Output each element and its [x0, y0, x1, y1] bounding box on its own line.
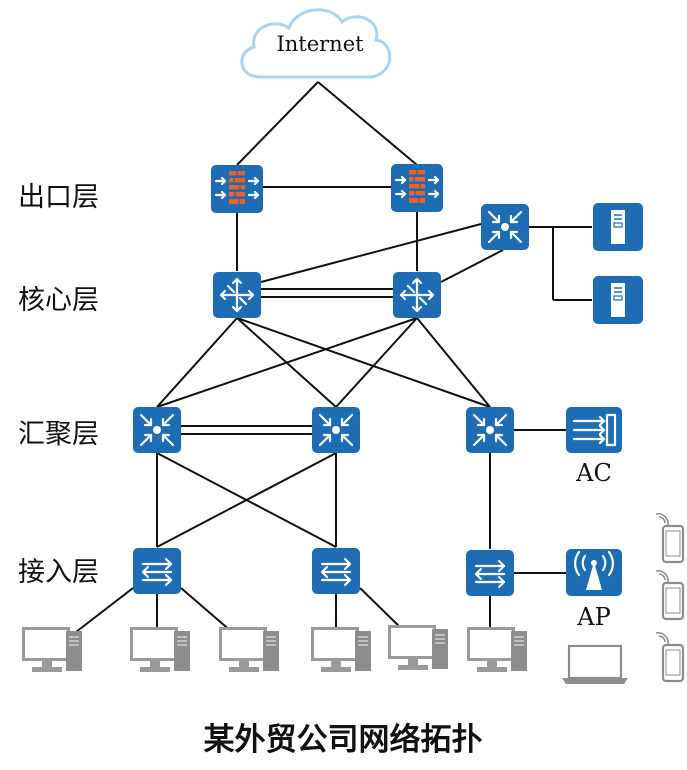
server-icon — [592, 202, 644, 252]
links — [75, 81, 592, 633]
link-core1-agg1 — [156, 317, 238, 408]
l3-switch-icon — [131, 405, 183, 455]
link-core1-agg3 — [236, 317, 491, 408]
router-icon — [391, 270, 443, 320]
desktop-pc-icon — [310, 626, 372, 673]
link-core1-dc — [260, 223, 482, 283]
firewall-icon — [389, 162, 445, 214]
link-acc1-pc3 — [180, 587, 233, 633]
diagram-title: 某外贸公司网络拓扑 — [204, 722, 483, 758]
access-point: AP — [566, 549, 622, 631]
cloud-label: Internet — [276, 32, 364, 56]
link-core2-agg3 — [416, 317, 491, 408]
router-icon — [211, 270, 263, 320]
laptop-icon — [562, 644, 628, 684]
l3-switch-icon — [479, 202, 531, 252]
link-agg2-acc1 — [156, 452, 337, 548]
access-controller: AC — [566, 407, 622, 487]
l3-switch-icon — [310, 405, 362, 455]
ap-label: AP — [576, 603, 610, 631]
layer-label-access: 接入层 — [18, 557, 99, 588]
server-icon — [592, 275, 644, 325]
smartphone-icon — [654, 631, 685, 683]
link-core2-agg2 — [335, 317, 418, 408]
desktop-pc-icon — [129, 626, 191, 673]
smartphone-icon — [654, 569, 685, 621]
l2-switch-icon — [131, 546, 183, 596]
layer-label-aggregation: 汇聚层 — [18, 419, 99, 450]
ac-label: AC — [575, 459, 612, 487]
link-internet-fw1 — [236, 81, 319, 166]
desktop-pc-icon — [387, 624, 449, 671]
cloud-icon — [240, 8, 392, 79]
link-acc2-pc5 — [359, 587, 406, 633]
link-internet-fw2 — [317, 81, 418, 166]
desktop-pc-icon — [218, 626, 280, 673]
link-core2-agg1 — [156, 317, 418, 408]
link-acc1-pc1 — [75, 587, 134, 633]
l2-switch-icon — [464, 548, 516, 598]
internet-cloud: Internet — [240, 8, 392, 79]
layer-label-core: 核心层 — [18, 285, 99, 316]
link-core2-dc — [440, 249, 504, 283]
l3-switch-icon — [464, 405, 516, 455]
l2-switch-icon — [310, 546, 362, 596]
firewall-icon — [209, 163, 265, 215]
desktop-pc-icon — [21, 626, 83, 673]
smartphone-icon — [654, 512, 685, 564]
desktop-pc-icon — [466, 626, 528, 673]
layer-label-egress: 出口层 — [18, 182, 99, 213]
